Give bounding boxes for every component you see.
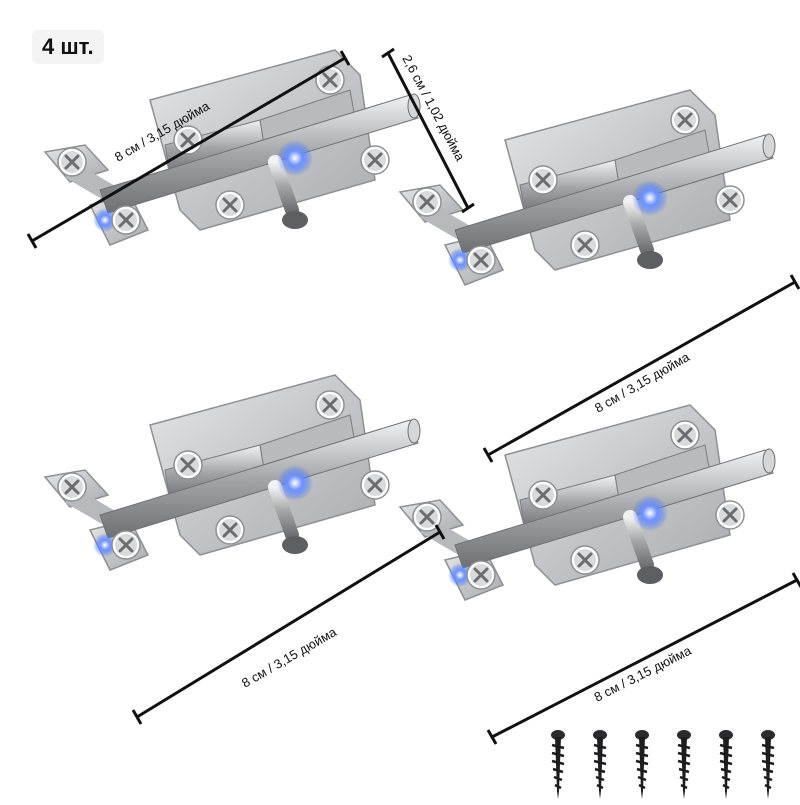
length-label-bottom-left: 8 см / 3,15 дюйма: [239, 624, 340, 691]
latch-top-left: [45, 50, 420, 245]
screw-icon: [549, 728, 567, 801]
latch-bottom-right: [400, 405, 775, 600]
length-label-bottom-right: 8 см / 3,15 дюйма: [592, 642, 695, 704]
quantity-badge: 4 шт.: [32, 30, 104, 64]
dimension-lines: [26, 47, 800, 745]
length-label-top-right: 8 см / 3,15 дюйма: [592, 349, 693, 416]
screw-icon: [675, 728, 693, 801]
screw-icon: [591, 728, 609, 801]
screw-icon: [633, 728, 651, 801]
screw-icon: [717, 728, 735, 801]
screw-icon: [759, 728, 777, 801]
screws: [549, 728, 777, 801]
latch-bottom-left: [45, 375, 420, 570]
